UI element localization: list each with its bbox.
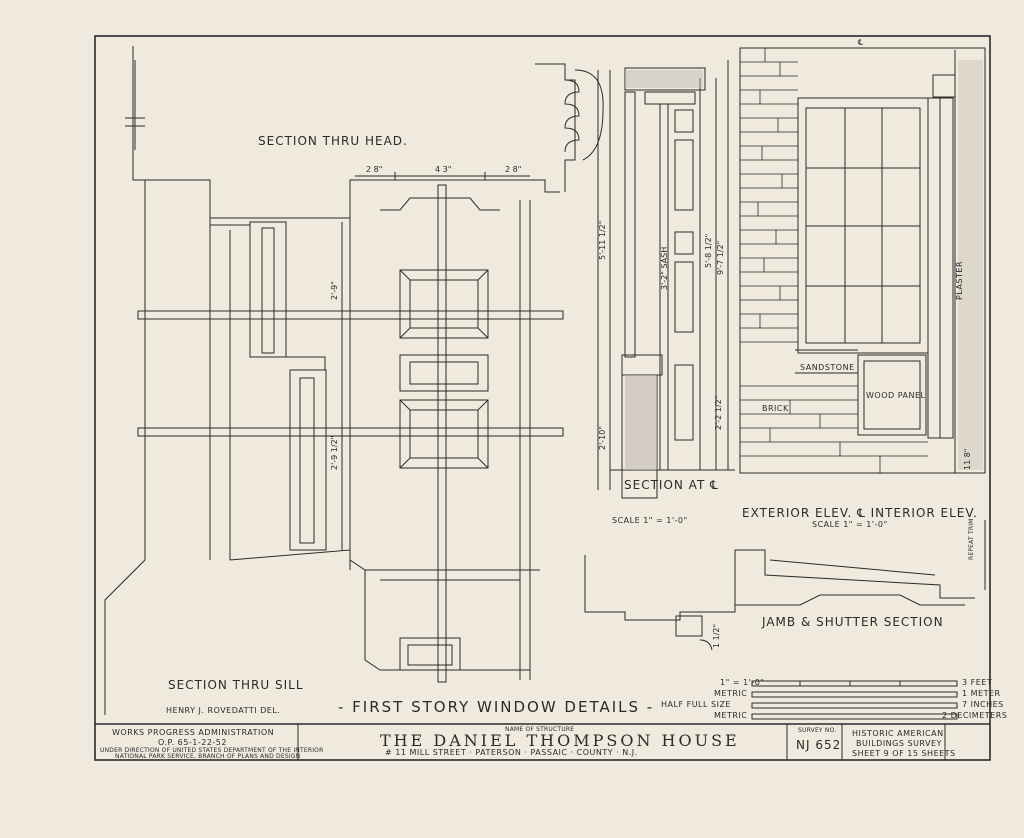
masonry-hatch	[625, 375, 657, 470]
dim-3: 2 8"	[505, 165, 522, 174]
dim-2: 4 3"	[435, 165, 452, 174]
section-scale: SCALE 1" = 1'-0"	[612, 516, 688, 525]
name-of-structure-label: NAME OF STRUCTURE	[505, 726, 575, 733]
structure-address: # 11 MILL STREET · PATERSON · PASSAIC · …	[385, 748, 638, 757]
exterior-interior-elevation	[739, 47, 986, 474]
exterior-elev-label: EXTERIOR ELEV. ℄ INTERIOR ELEV.	[742, 506, 978, 520]
dim-1: 2 8"	[366, 165, 383, 174]
dim-5: 2'-9 1/2"	[330, 435, 339, 470]
habs-line-2: BUILDINGS SURVEY	[856, 739, 942, 748]
sandstone-label: SANDSTONE	[800, 363, 855, 372]
dim-7: 3'-2" SASH	[660, 246, 669, 290]
sheet-no: 9	[883, 749, 890, 758]
dim-8: 5'-8 1/2"	[704, 233, 713, 268]
scale-left-2: METRIC	[714, 689, 748, 698]
sheet-title: - FIRST STORY WINDOW DETAILS -	[338, 698, 655, 716]
scale-right-1: 3 FEET	[962, 678, 993, 687]
sheet-border	[94, 35, 991, 761]
jamb-shutter-section	[584, 520, 986, 651]
wpa-line-1: WORKS PROGRESS ADMINISTRATION	[112, 728, 275, 737]
brick-label: BRICK	[762, 404, 789, 413]
head-sill-section	[104, 46, 604, 715]
scale-left-3: HALF FULL SIZE	[661, 700, 731, 709]
scale-right-2: 1 METER	[962, 689, 1001, 698]
dim-4: 2'-9"	[330, 281, 339, 300]
scale-right-4: 2 DECIMETERS	[942, 711, 1008, 720]
lintel-hatch	[625, 70, 703, 88]
wpa-line-4: NATIONAL PARK SERVICE, BRANCH OF PLANS A…	[115, 753, 301, 760]
dim-10: 2'-10"	[598, 425, 607, 450]
scale-bars	[751, 680, 958, 720]
wpa-line-2: O.P. 65-1-22-52	[158, 738, 227, 747]
scale-right-3: 7 INCHES	[962, 700, 1004, 709]
brick-pattern	[740, 48, 928, 473]
sheet-number: SHEET 9 OF 15 SHEETS	[852, 749, 956, 758]
habs-line-1: HISTORIC AMERICAN	[852, 729, 944, 738]
sheet-of: OF	[892, 749, 905, 758]
dim-9: 9'-7 1/2"	[716, 240, 725, 275]
section-at-label: SECTION AT ℄	[624, 478, 719, 492]
structure-name: THE DANIEL THOMPSON HOUSE	[380, 731, 740, 750]
repeat-trim-label: REPEAT TRIM	[968, 518, 975, 560]
survey-no: NJ 652	[796, 738, 842, 752]
wpa-line-3: UNDER DIRECTION OF UNITED STATES DEPARTM…	[100, 747, 324, 754]
section-head-label: SECTION THRU HEAD.	[258, 134, 408, 148]
delineator: HENRY J. ROVEDATTI DEL.	[166, 706, 281, 715]
dim-11: 2'-2 1/2"	[714, 395, 723, 430]
sheet-prefix: SHEET	[852, 749, 881, 758]
section-sill-label: SECTION THRU SILL	[168, 678, 304, 692]
survey-no-label: SURVEY NO.	[798, 727, 837, 734]
dim-12: 1 1/2"	[712, 623, 721, 648]
scale-left-1: 1" = 1'-0"	[720, 678, 765, 687]
elev-scale: SCALE 1" = 1'-0"	[812, 520, 888, 529]
plaster-hatch	[958, 60, 983, 470]
centerline-mark: ℄	[858, 38, 864, 47]
dim-6: 5'-11 1/2"	[598, 220, 607, 260]
dim-13: 11 8"	[963, 448, 972, 471]
sheet-total: 15	[907, 749, 919, 758]
wood-panel-label: WOOD PANEL	[866, 391, 926, 400]
jamb-label: JAMB & SHUTTER SECTION	[762, 615, 944, 629]
sheet-suffix: SHEETS	[921, 749, 956, 758]
plaster-label: PLASTER	[955, 260, 964, 300]
scale-left-4: METRIC	[714, 711, 748, 720]
